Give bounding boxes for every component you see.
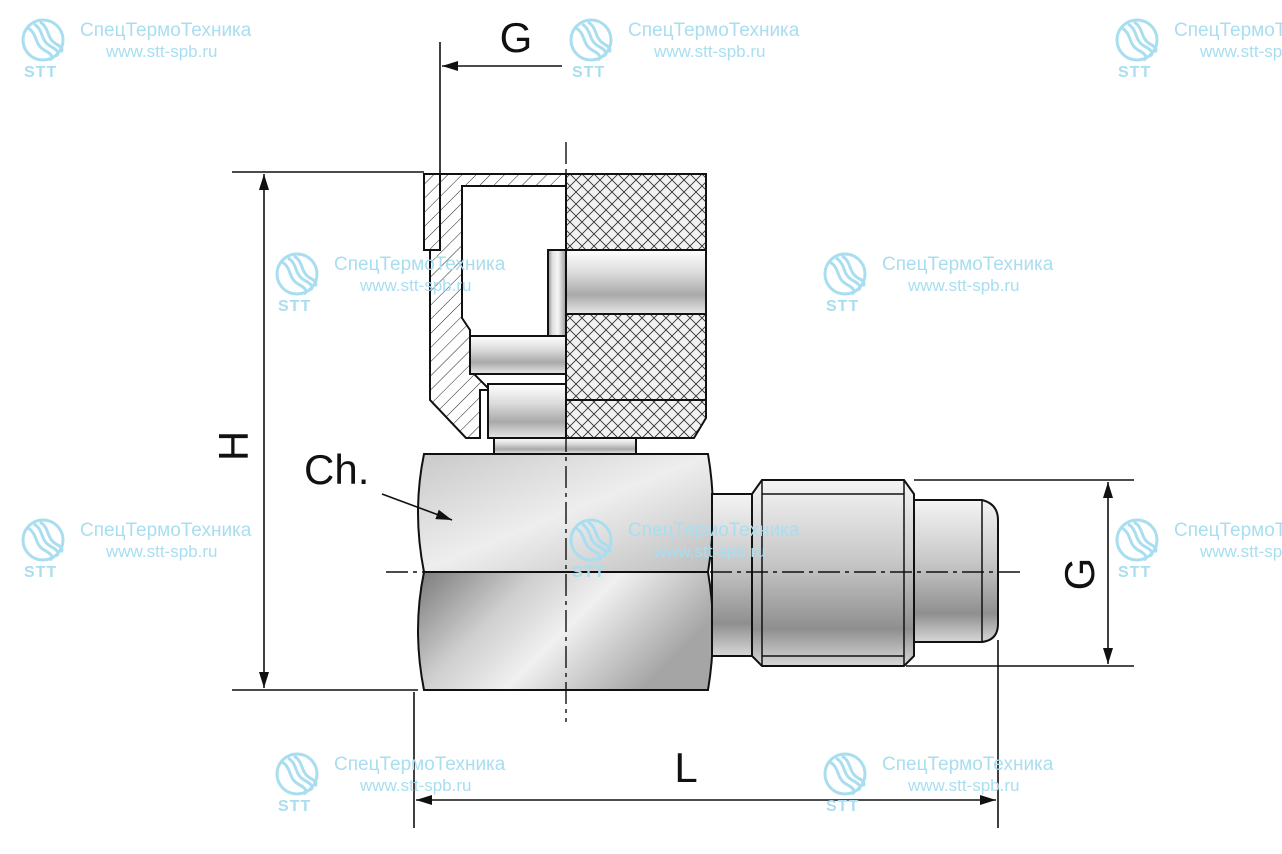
- watermark-url: www.stt-spb.ru: [360, 276, 472, 295]
- knurl-band-lower: [565, 313, 707, 401]
- watermark-brand: STT: [278, 798, 312, 815]
- watermark-brand: STT: [826, 798, 860, 815]
- watermark-company: СпецТермоТехника: [80, 20, 252, 41]
- dimension-g-top: G: [439, 14, 562, 174]
- watermark-url: www.stt-spb.ru: [654, 542, 766, 561]
- watermark-company: СпецТермоТехника: [80, 520, 252, 541]
- plain-band: [565, 249, 707, 315]
- watermark-company: СпецТермоТехника: [1174, 520, 1282, 541]
- watermark-brand: STT: [826, 298, 860, 315]
- watermark-brand: STT: [572, 64, 606, 81]
- nut-inner-sleeve: [487, 383, 567, 439]
- coupling-nut: [423, 173, 707, 455]
- watermark-company: СпецТермоТехника: [882, 754, 1054, 775]
- nut-neck: [493, 437, 637, 455]
- watermark-url: www.stt-spb.ru: [654, 42, 766, 61]
- watermark-url: www.stt-spb.ru: [1200, 542, 1282, 561]
- watermark-url: www.stt-spb.ru: [360, 776, 472, 795]
- watermark-brand: STT: [24, 64, 58, 81]
- watermark-company: СпецТермоТехника: [1174, 20, 1282, 41]
- watermark-brand: STT: [572, 564, 606, 581]
- watermark-company: СпецТермоТехника: [882, 254, 1054, 275]
- watermark-brand: STT: [278, 298, 312, 315]
- watermark-url: www.stt-spb.ru: [908, 776, 1020, 795]
- knurl-chamfer: [565, 399, 707, 439]
- dim-label-ch: Ch.: [304, 446, 369, 493]
- watermark-company: СпецТермоТехника: [334, 754, 506, 775]
- nipple-tip: [913, 499, 999, 643]
- watermark-brand: STT: [24, 564, 58, 581]
- watermark-brand: STT: [1118, 64, 1152, 81]
- dimension-g-right: G: [906, 479, 1134, 667]
- watermark-url: www.stt-spb.ru: [106, 42, 218, 61]
- dim-label-g-right: G: [1056, 558, 1103, 591]
- dim-label-h: H: [210, 431, 257, 461]
- valve-collar: [469, 335, 567, 375]
- watermark-url: www.stt-spb.ru: [1200, 42, 1282, 61]
- valve-stem: [547, 249, 567, 337]
- dim-label-g-top: G: [500, 14, 533, 61]
- watermark-company: СпецТермоТехника: [334, 254, 506, 275]
- watermark-brand: STT: [1118, 564, 1152, 581]
- knurl-band-upper: [565, 173, 707, 251]
- dimension-h: H: [210, 171, 424, 691]
- dim-label-l: L: [674, 744, 697, 791]
- leader-ch: Ch.: [304, 446, 453, 521]
- watermark-url: www.stt-spb.ru: [106, 542, 218, 561]
- threaded-nipple: [711, 479, 999, 667]
- dimension-l: L: [413, 640, 999, 828]
- watermark-company: СпецТермоТехника: [628, 520, 800, 541]
- watermark-company: СпецТермоТехника: [628, 20, 800, 41]
- watermark-url: www.stt-spb.ru: [908, 276, 1020, 295]
